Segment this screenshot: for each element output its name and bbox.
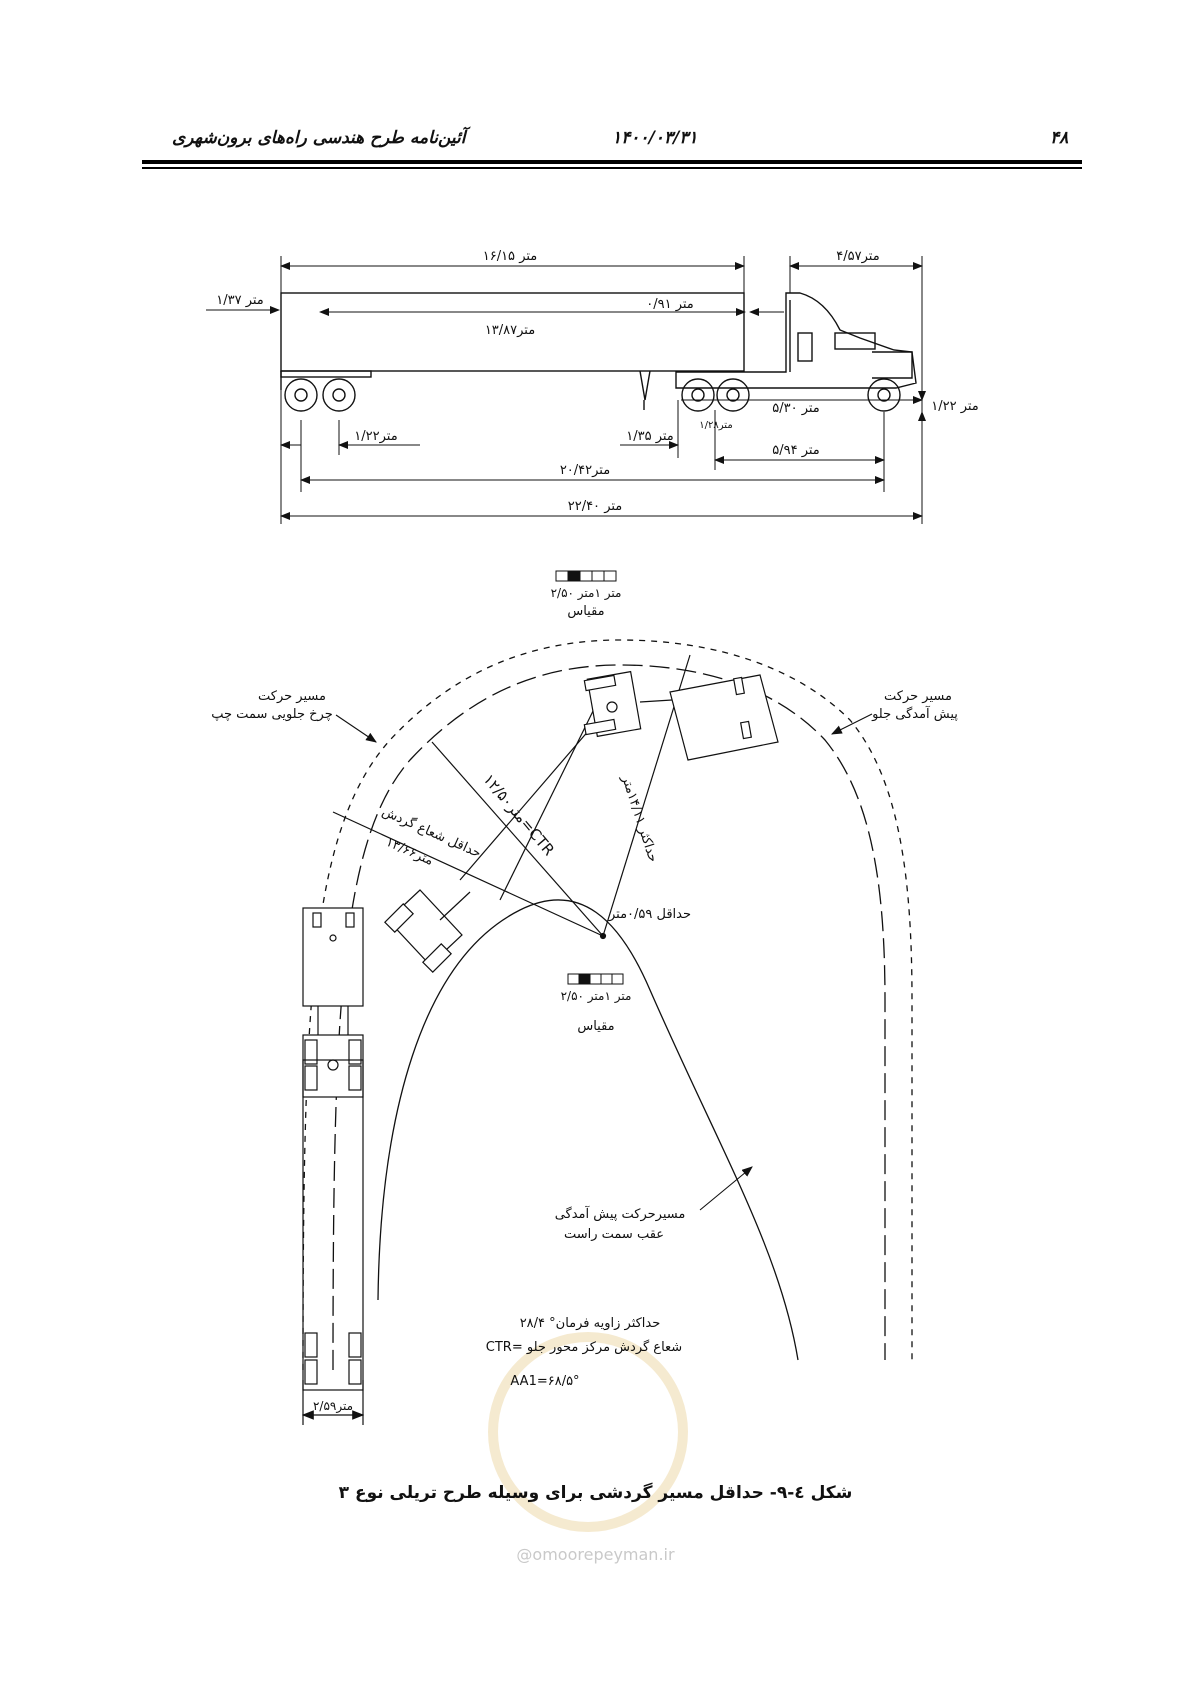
tractor-drive-wheel-1 [681, 378, 715, 412]
side-view-labels: ۱۶/۱۵ متر ۴/۵۷متر ۱/۳۷ متر ۰/۹۱ متر ۱۳/۸… [216, 249, 979, 514]
watermark-seal [488, 1332, 688, 1532]
label-front-overhang-1: مسیر حرکت [884, 689, 952, 704]
tractor-steer-wheel [867, 378, 901, 412]
dim-trailer-length: ۱۶/۱۵ متر [483, 249, 538, 264]
scale-mid-title: مقیاس [577, 1019, 614, 1034]
callout-leaders [335, 713, 873, 1211]
dim-tractor-base-2: ۵/۹۴ متر [772, 443, 820, 458]
label-ctr: ۱۲/۵۰متر=CTR [480, 770, 559, 859]
tractor-drive-wheel-2 [716, 378, 750, 412]
dim-kingpin-offset: ۱/۳۵ متر [626, 429, 674, 444]
rear-overhang-path [377, 899, 799, 1361]
straight-trailer [302, 1059, 364, 1391]
trailer-wheel-2 [322, 378, 356, 412]
dim-tandem-spacing: ۱/۲۸متر [699, 420, 732, 431]
note-aa1: AA1=۶۸/۵° [510, 1374, 579, 1389]
dim-rear-axle-spacing: ۱/۲۲متر [354, 429, 397, 444]
note-ctr-definition: CTR= شعاع گردش مرکز محور جلو [486, 1339, 682, 1355]
header-rule-thick [142, 160, 1082, 164]
tractor-cab [675, 292, 917, 389]
trailer-axle-mid-plan [384, 889, 471, 973]
dim-overall-length: ۲۲/۴۰ متر [568, 499, 623, 514]
figure-caption: شکل ٤-٩- حداقل مسیر گردشی برای وسیله طرح… [338, 1483, 853, 1503]
dim-front-overhang: ۱/۲۲ متر [931, 399, 979, 414]
scale-top-title: مقیاس [567, 604, 604, 619]
note-steering-angle: حداکثر زاویه فرمان° ۲۸/۴ [520, 1316, 661, 1331]
running-header-title: آئین‌نامه طرح هندسی راه‌های برون‌شهری [172, 128, 466, 148]
dim-inner-length: ۱۳/۸۷متر [485, 323, 535, 338]
footer-watermark-url: @omoorepeyman.ir [516, 1545, 675, 1564]
dim-tractor-wheelbase: ۵/۳۰ متر [772, 401, 820, 416]
left-front-wheel-path [332, 664, 886, 1371]
trailer-wheel-1 [284, 378, 318, 412]
straight-vehicle-plan [301, 907, 365, 1425]
label-vehicle-width: ۲/۵۹متر [313, 1399, 353, 1414]
running-header-date: ۱۴۰۰/۰۳/۳۱ [612, 128, 698, 148]
min-radius-line [332, 811, 604, 937]
dim-wheelbase-total: ۲۰/۴۲متر [560, 463, 610, 478]
radius-lines [332, 654, 691, 940]
scale-bar-top: ۲/۵متر ۱متر ۰ مقیاس [551, 570, 622, 619]
scale-bar-mid: ۲/۵متر ۱متر ۰ مقیاس [561, 973, 632, 1034]
label-min-radius-2: ۱۳/۶۶متر [383, 835, 435, 869]
label-rear-overhang-1: مسیرحرکت پیش آمدگی [555, 1205, 686, 1222]
scale-mid-labels: ۲/۵متر ۱متر ۰ [561, 989, 632, 1004]
label-max-radius: حداکثر ۱۴/۱۱متر [618, 773, 660, 864]
label-left-wheel-path-2: چرخ جلویی سمت چپ [211, 707, 332, 722]
label-min-059: حداقل ۰/۵۹متر [608, 907, 691, 922]
label-left-wheel-path-1: مسیر حرکت [258, 689, 326, 704]
page-number: ۴۸ [1050, 128, 1069, 148]
dim-cab-length: ۴/۵۷متر [836, 249, 879, 264]
side-view-truck [280, 292, 917, 412]
label-front-overhang-2: پیش آمدگی جلو [871, 705, 958, 722]
dim-rear-overhang: ۱/۳۷ متر [216, 293, 264, 308]
label-rear-overhang-2: عقب سمت راست [564, 1227, 664, 1242]
front-overhang-path [302, 639, 913, 1371]
tractor-top-plan [583, 670, 779, 761]
ctr-radius-line [431, 741, 604, 937]
header-rule-thin [142, 167, 1082, 169]
dim-front-gap: ۰/۹۱ متر [646, 297, 694, 312]
scale-top-labels: ۲/۵متر ۱متر ۰ [551, 586, 622, 601]
side-view-dimensions [206, 256, 926, 524]
plan-view-paths [302, 639, 913, 1371]
